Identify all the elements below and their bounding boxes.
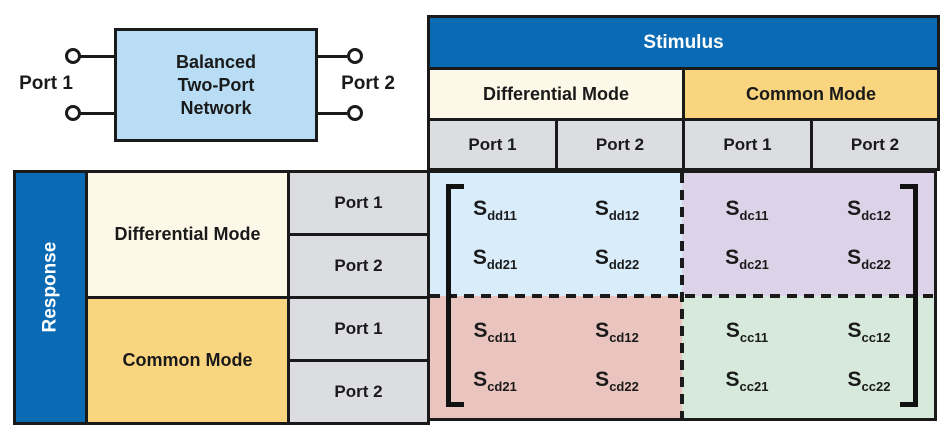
s-base: S <box>847 319 862 343</box>
response-diff-port2-header: Port 2 <box>287 233 430 299</box>
s-subscript: dd11 <box>487 207 517 223</box>
dashed-divider-horizontal <box>430 293 934 298</box>
terminal-circle-icon <box>347 105 363 121</box>
s-param-dd11: Sdd11 <box>473 197 517 223</box>
s-subscript: cd11 <box>487 330 517 346</box>
s-subscript: cc12 <box>861 330 891 346</box>
s-base: S <box>472 245 487 269</box>
response-title-cell: Response <box>13 170 88 425</box>
s-subscript: cc21 <box>739 379 769 395</box>
response-common-mode-header: Common Mode <box>85 296 290 425</box>
s-base: S <box>473 368 488 392</box>
quadrant-cc: Scc11 Scc12 Scc21 Scc22 <box>682 295 934 418</box>
quadrant-cd: Scd11 Scd12 Scd21 Scd22 <box>430 295 682 418</box>
s-base: S <box>594 245 609 269</box>
wire <box>318 55 347 58</box>
s-base: S <box>725 196 740 220</box>
terminal-circle-icon <box>65 48 81 64</box>
s-base: S <box>847 368 862 392</box>
s-base: S <box>847 196 862 220</box>
s-param-cd12: Scd12 <box>595 319 639 345</box>
response-common-port2-header: Port 2 <box>287 359 430 425</box>
response-diff-port1-header: Port 1 <box>287 170 430 236</box>
s-param-dc22: Sdc22 <box>847 246 891 272</box>
s-base: S <box>725 319 740 343</box>
s-base: S <box>725 245 740 269</box>
s-param-cc22: Scc22 <box>848 368 891 394</box>
terminal-circle-icon <box>65 105 81 121</box>
stimulus-diff-port1-header: Port 1 <box>427 118 558 171</box>
response-differential-mode-header: Differential Mode <box>85 170 290 299</box>
s-subscript: cc22 <box>861 379 891 395</box>
network-box-line-2: Two-Port <box>177 74 255 95</box>
response-common-port1-header: Port 1 <box>287 296 430 362</box>
stimulus-table: Stimulus Differential Mode Common Mode P… <box>426 15 941 171</box>
stimulus-diff-port2-header: Port 2 <box>555 118 685 171</box>
s-base: S <box>847 245 862 269</box>
s-param-dd12: Sdd12 <box>595 197 639 223</box>
s-base: S <box>594 196 609 220</box>
s-param-cd21: Scd21 <box>473 368 517 394</box>
s-param-cc12: Scc12 <box>848 319 891 345</box>
wire <box>318 112 347 115</box>
s-param-dd21: Sdd21 <box>473 246 517 272</box>
s-base: S <box>595 319 610 343</box>
s-subscript: dc21 <box>739 256 769 272</box>
s-base: S <box>595 368 610 392</box>
s-subscript: dd22 <box>608 256 640 272</box>
s-subscript: dd12 <box>608 207 640 223</box>
stimulus-differential-mode-header: Differential Mode <box>427 67 685 121</box>
stimulus-title: Stimulus <box>426 15 941 70</box>
s-subscript: dc22 <box>861 256 891 272</box>
network-box-line-3: Network <box>180 97 252 118</box>
s-parameter-matrix: Sdd11 Sdd12 Sdd21 Sdd22 Sdc11 Sdc12 Sdc2… <box>427 170 937 421</box>
response-table: Response Differential Mode Port 1 Port 2… <box>13 170 430 425</box>
s-subscript: cd21 <box>487 379 517 395</box>
quadrant-dc: Sdc11 Sdc12 Sdc21 Sdc22 <box>682 173 934 296</box>
response-title: Response <box>39 241 61 332</box>
wire <box>80 55 114 58</box>
matrix-bracket-left-icon <box>446 184 464 407</box>
s-subscript: cc11 <box>739 330 769 346</box>
s-param-dd22: Sdd22 <box>595 246 639 272</box>
s-param-cc21: Scc21 <box>726 368 769 394</box>
terminal-circle-icon <box>347 48 363 64</box>
s-param-dc11: Sdc11 <box>726 197 769 223</box>
stimulus-common-port2-header: Port 2 <box>809 118 941 171</box>
quadrant-dd: Sdd11 Sdd12 Sdd21 Sdd22 <box>430 173 682 296</box>
s-subscript: dd21 <box>486 256 518 272</box>
s-subscript: cd12 <box>609 330 639 346</box>
s-param-cc11: Scc11 <box>726 319 768 345</box>
matrix-bracket-right-icon <box>900 184 918 407</box>
stimulus-common-port1-header: Port 1 <box>682 118 813 171</box>
wire <box>80 112 114 115</box>
s-subscript: cd22 <box>609 379 639 395</box>
s-param-cd22: Scd22 <box>595 368 639 394</box>
s-param-dc12: Sdc12 <box>847 197 891 223</box>
s-param-cd11: Scd11 <box>474 319 517 345</box>
port2-label: Port 2 <box>341 73 395 94</box>
stimulus-common-mode-header: Common Mode <box>681 67 941 121</box>
s-base: S <box>725 368 740 392</box>
s-base: S <box>473 196 488 220</box>
network-box-line-1: Balanced <box>175 51 257 72</box>
s-param-dc21: Sdc21 <box>725 246 769 272</box>
network-box: Balanced Two-Port Network <box>114 28 318 142</box>
port1-label: Port 1 <box>19 73 73 94</box>
s-subscript: dc11 <box>739 207 769 223</box>
s-subscript: dc12 <box>861 207 891 223</box>
s-base: S <box>473 319 488 343</box>
